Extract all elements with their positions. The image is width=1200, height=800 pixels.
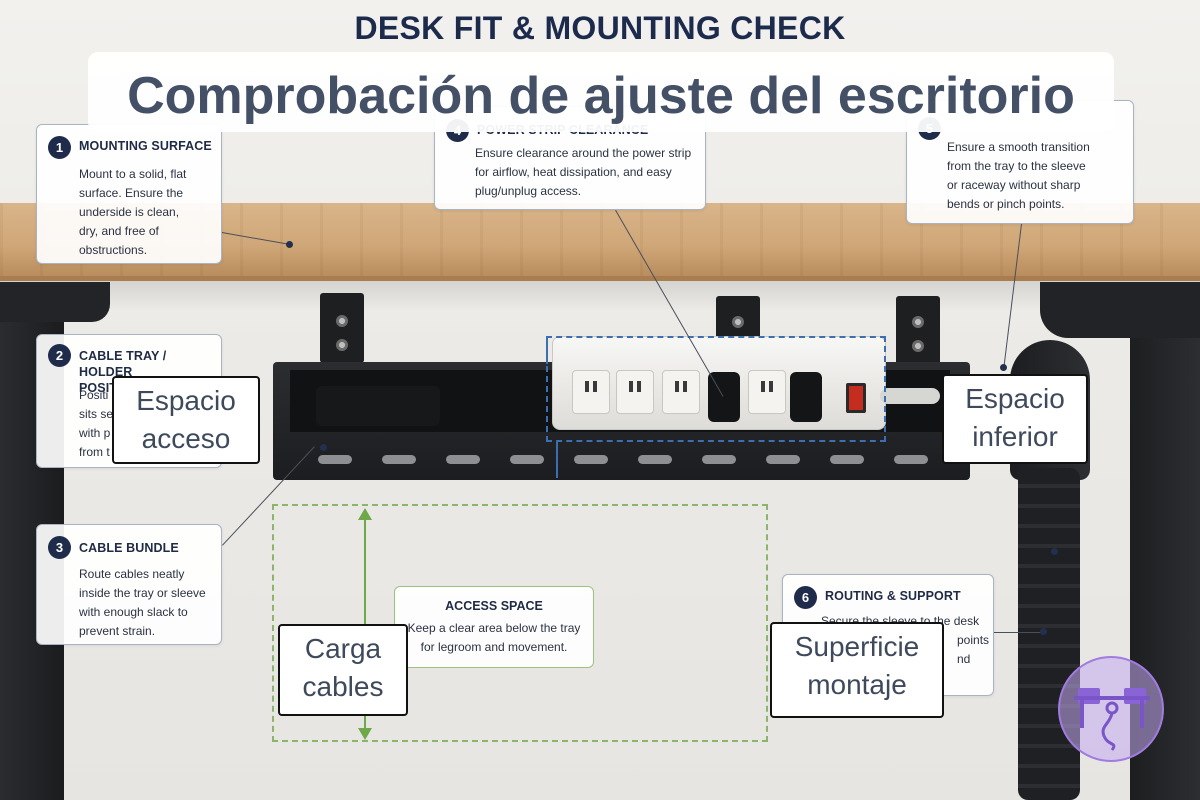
card-text-line: prevent strain. xyxy=(79,624,156,638)
card-text: Mount to a solid, flat surface. Ensure t… xyxy=(79,165,186,260)
card-text: Ensure a smooth transition from the tray… xyxy=(947,138,1090,214)
step-number: 1 xyxy=(48,136,71,159)
desk-cable-badge-icon xyxy=(1074,688,1150,751)
label-line: cables xyxy=(302,671,384,702)
card-text-line: Mount to a solid, flat xyxy=(79,167,187,181)
leader-dot xyxy=(1000,364,1007,371)
card-text-line: nd xyxy=(957,652,971,666)
card-text: Ensure clearance around the power strip … xyxy=(475,144,691,201)
card-text-line: inside the tray or sleeve xyxy=(79,586,206,600)
label-line: Espacio xyxy=(136,385,236,416)
card-text-line: sits se xyxy=(79,407,114,421)
outlet xyxy=(662,370,700,414)
access-space-title: ACCESS SPACE xyxy=(445,599,543,613)
leader-line xyxy=(994,632,1042,633)
label-line: inferior xyxy=(972,421,1058,452)
card-title-line: CABLE TRAY / HOLDER xyxy=(79,349,167,379)
tray-slot xyxy=(766,455,800,464)
tray-slot xyxy=(702,455,736,464)
card-text-line: points xyxy=(957,633,990,647)
step-number: 6 xyxy=(794,586,817,609)
tray-slot xyxy=(318,455,352,464)
label-line: Carga xyxy=(304,633,382,664)
tray-slot xyxy=(574,455,608,464)
access-space-text: Keep a clear area below the tray for leg… xyxy=(398,619,590,657)
card-cable-bundle: 3 CABLE BUNDLE Route cables neatly insid… xyxy=(36,524,222,645)
desk-frame-left xyxy=(0,282,110,322)
outlet xyxy=(748,370,786,414)
card-title: CABLE BUNDLE xyxy=(79,541,179,555)
plug xyxy=(790,372,822,422)
label-espacio-acceso: Espacio acceso xyxy=(112,376,260,464)
label-espacio-inferior: Espacio inferior xyxy=(942,374,1088,464)
tray-slot xyxy=(638,455,672,464)
card-text-line: obstructions. xyxy=(79,243,148,257)
cable-sleeve xyxy=(1018,468,1080,800)
card-text-line: plug/unplug access. xyxy=(475,184,582,198)
card-text-line: underside is clean, xyxy=(79,205,180,219)
card-text-line: from the tray to the sleeve xyxy=(947,159,1086,173)
card-text-line: Ensure clearance around the power strip xyxy=(475,146,692,160)
clearance-zone xyxy=(546,336,886,442)
mounting-bracket xyxy=(896,296,940,366)
step-number: 3 xyxy=(48,536,71,559)
card-text-line: dry, and free of xyxy=(79,224,159,238)
clearance-arrow xyxy=(546,340,548,364)
label-superficie-montaje: Superficie montaje xyxy=(770,622,944,718)
tray-slot xyxy=(382,455,416,464)
card-text-line: Ensure a smooth transition xyxy=(947,140,1090,154)
leader-dot xyxy=(1040,628,1047,635)
leader-dot xyxy=(1051,548,1058,555)
card-title: ROUTING & SUPPORT xyxy=(825,589,961,603)
step-number: 2 xyxy=(48,344,71,367)
card-text: Route cables neatly inside the tray or s… xyxy=(79,565,206,641)
card-text-line: bends or pinch points. xyxy=(947,197,1065,211)
card-title: MOUNTING SURFACE xyxy=(79,139,212,153)
power-adapter xyxy=(316,386,440,426)
desk-underside-shadow xyxy=(0,281,1200,311)
label-line: Espacio xyxy=(965,383,1065,414)
access-space-line: for legroom and movement. xyxy=(420,640,568,654)
page-title: DESK FIT & MOUNTING CHECK xyxy=(354,10,846,46)
banner-title: Comprobación de ajuste del escritorio xyxy=(127,67,1075,125)
clearance-arrow xyxy=(556,442,558,478)
card-text: Positi sits se with p from t xyxy=(79,386,113,462)
desk-cable-badge-icon xyxy=(1058,656,1164,762)
card-text-line: with enough slack to xyxy=(79,605,188,619)
power-switch xyxy=(846,383,866,413)
leader-dot xyxy=(320,444,327,451)
card-text-line: Route cables neatly xyxy=(79,567,185,581)
label-line: Superficie xyxy=(794,631,920,662)
tray-slot xyxy=(830,455,864,464)
cable xyxy=(880,388,940,404)
access-space-line: Keep a clear area below the tray xyxy=(407,621,581,635)
card-text-line: with p xyxy=(79,426,111,440)
card-text-line: Positi xyxy=(79,388,109,402)
label-line: montaje xyxy=(807,669,907,700)
outlet xyxy=(616,370,654,414)
card-mounting-surface: 1 MOUNTING SURFACE Mount to a solid, fla… xyxy=(36,124,222,264)
tray-slot xyxy=(510,455,544,464)
card-text-line: or raceway without sharp xyxy=(947,178,1081,192)
leader-dot xyxy=(286,241,293,248)
mounting-bracket xyxy=(320,293,364,363)
tray-slot xyxy=(446,455,480,464)
label-line: acceso xyxy=(141,423,231,454)
desk-frame-right xyxy=(1040,282,1200,338)
outlet xyxy=(572,370,610,414)
card-text-line: for airflow, heat dissipation, and easy xyxy=(475,165,672,179)
card-text-line: surface. Ensure the xyxy=(79,186,184,200)
card-text-line: from t xyxy=(79,445,110,459)
access-space-card xyxy=(394,586,594,668)
access-space-zone xyxy=(272,504,768,742)
translation-banner xyxy=(88,52,1114,132)
tray-slot xyxy=(894,455,928,464)
label-carga-cables: Carga cables xyxy=(278,624,408,716)
